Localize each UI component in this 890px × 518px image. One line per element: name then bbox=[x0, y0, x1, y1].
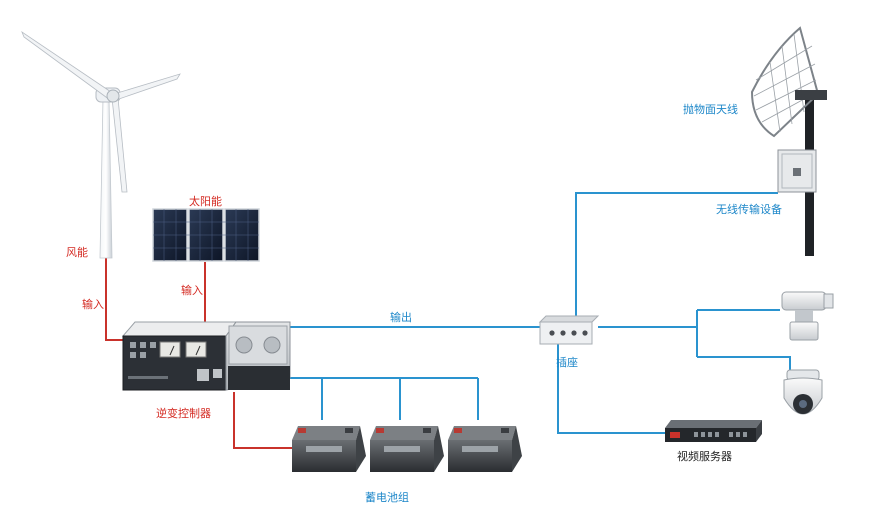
wind-turbine bbox=[21, 30, 181, 259]
antenna-label: 抛物面天线 bbox=[683, 103, 738, 116]
inverter-controller bbox=[121, 321, 291, 391]
video-server-device bbox=[665, 420, 762, 442]
antenna-mast bbox=[750, 26, 827, 256]
battery-1 bbox=[292, 426, 366, 472]
socket-server-line bbox=[557, 344, 665, 434]
video-server-label: 视频服务器 bbox=[677, 450, 732, 463]
turbine-blades bbox=[21, 30, 181, 193]
power-socket bbox=[538, 315, 600, 345]
camera-bottom-line bbox=[697, 356, 791, 370]
turbine-hub bbox=[106, 89, 120, 103]
solar-label: 太阳能 bbox=[189, 195, 222, 208]
inverter-battery-line bbox=[233, 392, 292, 449]
dome-camera bbox=[783, 369, 823, 415]
wireless-label: 无线传输设备 bbox=[716, 203, 782, 216]
wind-label: 风能 bbox=[66, 246, 88, 259]
output-label: 输出 bbox=[390, 311, 412, 324]
wind-input-label: 输入 bbox=[82, 298, 104, 311]
battery-2 bbox=[370, 426, 444, 472]
wind-input-line bbox=[105, 258, 123, 341]
signal-lines bbox=[290, 192, 791, 434]
battery-label: 蓄电池组 bbox=[365, 491, 409, 504]
bullet-camera bbox=[781, 291, 834, 341]
power-lines bbox=[105, 258, 292, 449]
solar-input-label: 输入 bbox=[181, 284, 203, 297]
socket-label: 插座 bbox=[556, 356, 578, 369]
inverter-label: 逆变控制器 bbox=[156, 407, 211, 420]
battery-bank bbox=[292, 426, 522, 472]
solar-panels bbox=[152, 208, 260, 262]
socket-wireless-line bbox=[575, 192, 778, 318]
battery-3 bbox=[448, 426, 522, 472]
turbine-tower bbox=[99, 97, 113, 259]
